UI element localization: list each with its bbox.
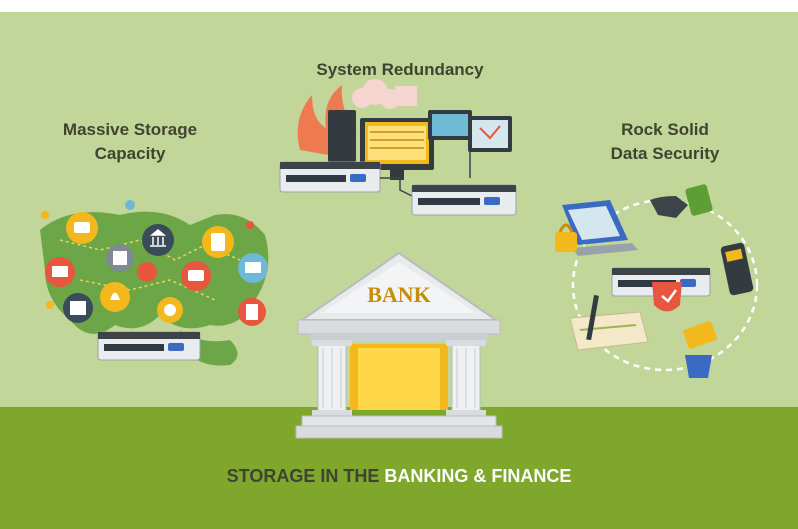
heading-system-redundancy: System Redundancy [316, 60, 484, 79]
heading-data-security: Rock Solid Data Security [580, 118, 750, 166]
heading-massive-storage: Massive Storage Capacity [40, 118, 220, 166]
footer-tagline: STORAGE IN THE BANKING & FINANCE [0, 466, 798, 487]
heading-massive-line2: Capacity [94, 144, 166, 163]
heading-massive-line1: Massive Storage [62, 120, 198, 139]
heading-security-line1: Rock Solid [621, 120, 709, 139]
bank-building-illustration: BANK [295, 251, 503, 439]
footer-prefix: STORAGE IN THE [226, 466, 385, 486]
heading-security-line2: Data Security [610, 144, 720, 163]
bank-label: BANK [367, 282, 431, 307]
world-map-illustration [40, 200, 269, 366]
security-illustration [555, 184, 759, 378]
top-band [0, 0, 798, 12]
redundancy-illustration [279, 79, 517, 216]
footer-accent: BANKING & FINANCE [384, 466, 572, 486]
